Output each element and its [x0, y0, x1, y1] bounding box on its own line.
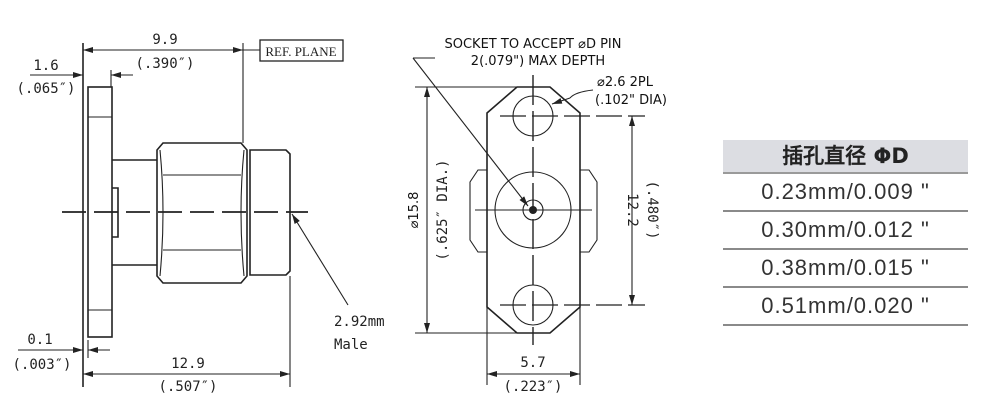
table-row: 0.51mm/0.020 ": [723, 288, 968, 326]
hole-note-leader: [551, 97, 571, 105]
connector-label-leader: [291, 213, 349, 306]
side-hex-flats: [469, 169, 598, 253]
pin-diameter-table: 插孔直径 ΦD 0.23mm/0.009 " 0.30mm/0.012 " 0.…: [723, 140, 968, 326]
connector-gender-label: Male: [334, 337, 368, 353]
connector-type-label: 2.92mm: [334, 314, 385, 330]
dim-12-9-inch: (.507″): [158, 379, 217, 395]
socket-note-line2: 2(.079") MAX DEPTH: [471, 54, 605, 69]
hole-note-line1: ⌀2.6 2PL: [597, 75, 654, 90]
coupling-nut: [249, 149, 291, 276]
hole-note-line2: (.102" DIA): [595, 93, 667, 108]
hex-nut: [156, 142, 248, 284]
dim-15-8: ⌀15.8: [407, 192, 422, 229]
side-view: 9.9 (.390″) REF. PLANE 1.6 (.065″) 0.1 (…: [12, 32, 384, 395]
ref-plane-box: [259, 39, 344, 62]
socket-note-leader: [412, 57, 529, 207]
socket-note-line1: SOCKET TO ACCEPT ⌀D PIN: [445, 37, 622, 52]
dim-5-7: 5.7: [520, 355, 545, 371]
ref-plane-label: REF. PLANE: [265, 44, 336, 59]
dim-9-9: 9.9: [152, 32, 177, 48]
dim-12-9: 12.9: [171, 356, 205, 372]
dim-9-9-inch: (.390″): [135, 56, 194, 72]
dim-5-7-inch: (.223″): [503, 379, 562, 395]
table-row: 0.23mm/0.009 ": [723, 174, 968, 212]
dim-1-6-inch: (.065″): [16, 81, 75, 97]
table-row: 0.38mm/0.015 ": [723, 250, 968, 288]
table-row: 0.30mm/0.012 ": [723, 212, 968, 250]
dim-0-1: 0.1: [27, 332, 52, 348]
table-header: 插孔直径 ΦD: [723, 140, 968, 174]
dim-1-6: 1.6: [33, 58, 58, 74]
hole-note-leader: [569, 89, 594, 99]
dim-15-8-inch: (.625″ DIA.): [435, 159, 451, 260]
dim-12-2: 12.2: [624, 193, 640, 227]
dim-12-2-inch: (.480″): [644, 180, 660, 239]
front-view: ⌀15.8 (.625″ DIA.) 12.2 (.480″) 5.7 (.22…: [407, 37, 667, 395]
dim-0-1-inch: (.003″): [12, 357, 71, 373]
